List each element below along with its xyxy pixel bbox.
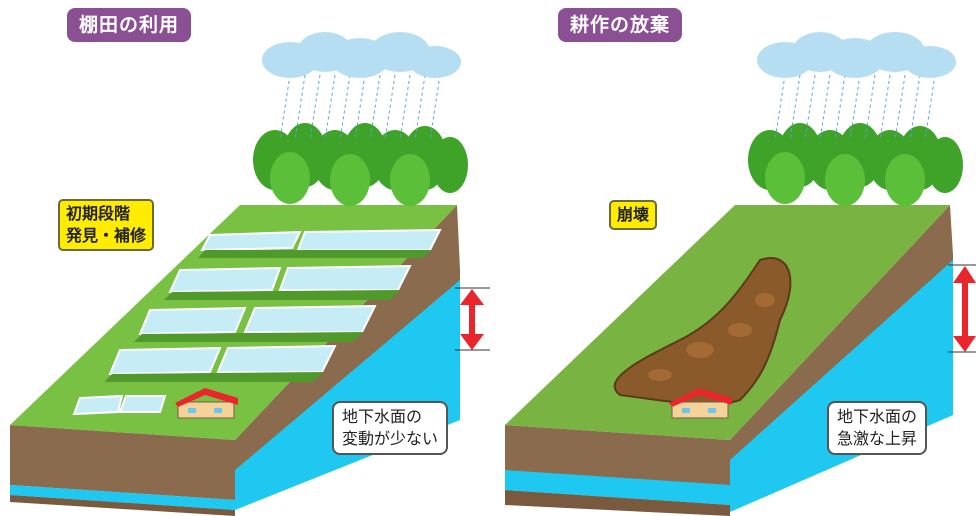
- side-water-left: [235, 280, 460, 500]
- groundwater-line: 変動が少ない: [342, 429, 439, 448]
- groundwater-line: 地下水面の: [837, 407, 918, 426]
- front-soil-left: [10, 425, 235, 500]
- side-water-right: [730, 260, 953, 500]
- rain-icon: [774, 74, 936, 141]
- stage-note-line: 崩壊: [617, 205, 650, 224]
- groundwater-label-right: 地下水面の 急激な上昇: [827, 401, 928, 455]
- panel-title-right: 耕作の放棄: [558, 8, 683, 42]
- front-water-right: [505, 470, 730, 505]
- panel-title-left: 棚田の利用: [67, 8, 192, 42]
- groundwater-line: 地下水面の: [342, 407, 423, 426]
- left-landscape: [10, 32, 490, 516]
- stage-note-left: 初期段階 発見・補修: [58, 199, 155, 251]
- groundwater-label-left: 地下水面の 変動が少ない: [332, 401, 449, 455]
- cloud-icon: [757, 32, 956, 78]
- right-landscape: [505, 32, 976, 516]
- stage-note-line: 発見・補修: [66, 226, 147, 245]
- house-icon: [175, 388, 238, 419]
- tree-icon: [253, 123, 468, 206]
- stage-note-right: 崩壊: [609, 200, 658, 230]
- front-water-left: [10, 485, 235, 510]
- stage-note-line: 初期段階: [66, 204, 131, 223]
- rain-icon: [279, 74, 441, 141]
- tree-icon: [748, 123, 963, 206]
- cloud-icon: [262, 32, 461, 78]
- house-icon: [669, 388, 732, 419]
- groundwater-line: 急激な上昇: [837, 429, 918, 448]
- double-arrow-icon: [948, 264, 976, 353]
- double-arrow-icon: [455, 287, 490, 351]
